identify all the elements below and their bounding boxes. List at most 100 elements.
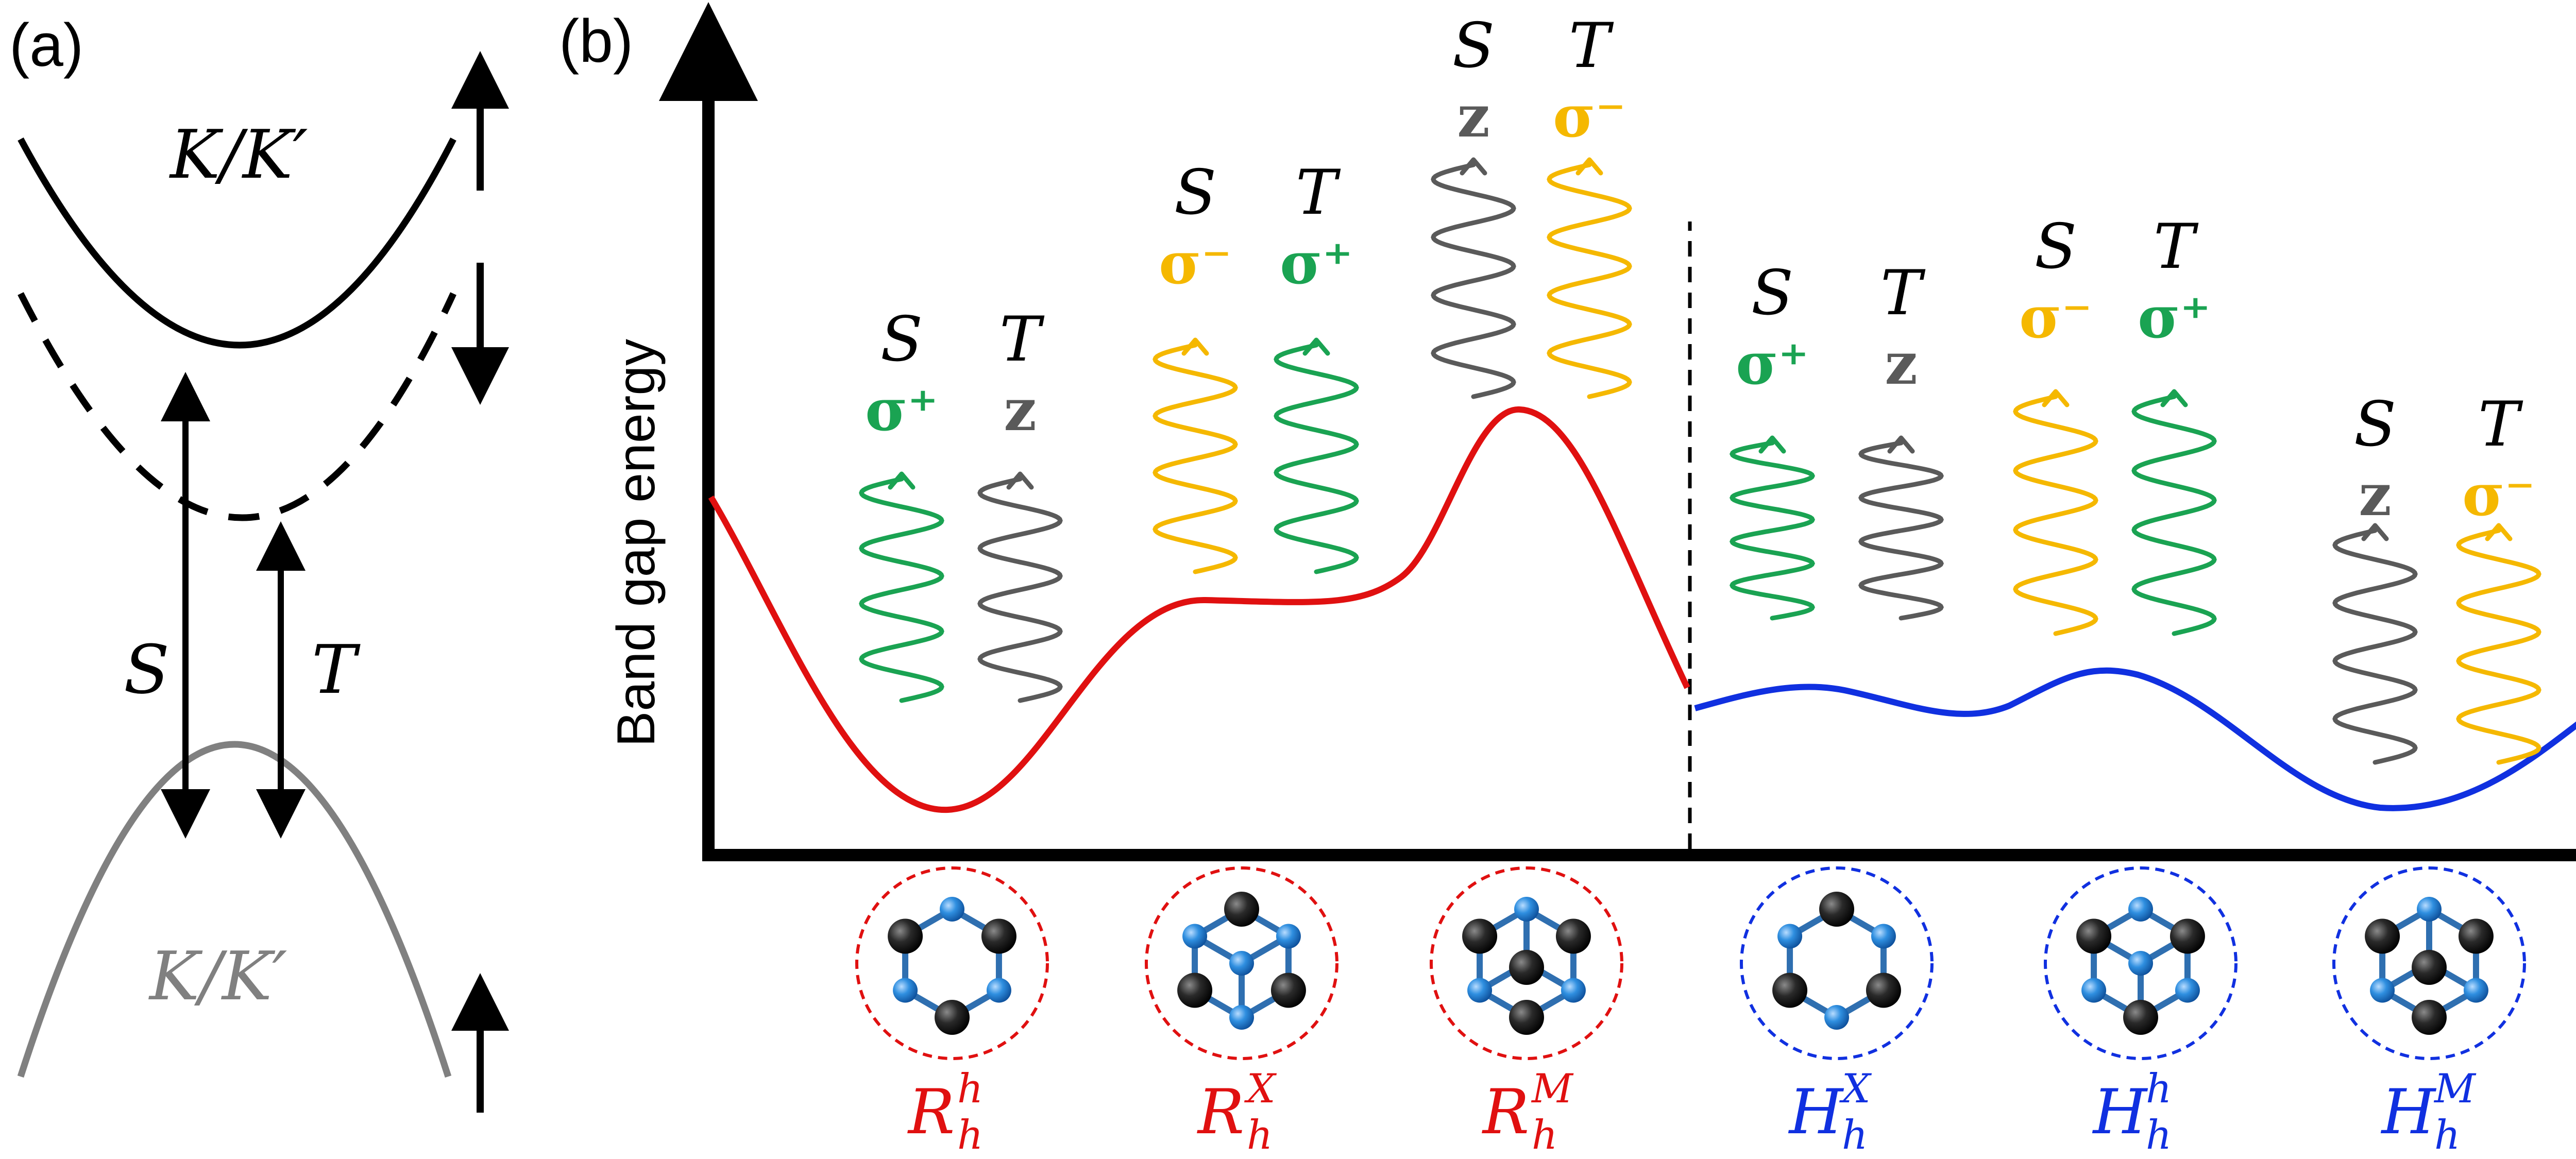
singlet-polarization: σ⁻ [2019, 284, 2092, 351]
stacking-circle [1145, 866, 1338, 1060]
singlet-photon-wave [1153, 343, 1238, 574]
stacking-icon-5 [2044, 866, 2238, 1060]
stacking-circle [2332, 866, 2526, 1060]
chalcogen-atom [1514, 897, 1539, 922]
triplet-polarization: σ⁻ [1553, 83, 1626, 150]
stacking-label-5: Hhh [2092, 1066, 2172, 1158]
panel-a-label: (a) [9, 11, 83, 79]
chalcogen-atom [1182, 924, 1208, 949]
stacking-label-base: H [2092, 1077, 2148, 1148]
triplet-photon-wave-arrow-tip [1302, 337, 1330, 356]
metal-atom [2365, 918, 2400, 954]
transition-t-label: T [312, 630, 361, 709]
stacking-label-superscript: X [1244, 1066, 1277, 1112]
triplet-polarization: σ⁺ [2138, 284, 2211, 351]
chalcogen-atom [1229, 1005, 1254, 1030]
singlet-photon-wave-arrow-tip [2042, 389, 2070, 407]
y-axis-label: Band gap energy [606, 339, 666, 747]
photon-group-6: S Tz σ⁻ [2332, 389, 2541, 765]
stacking-label-base: H [2381, 1077, 2437, 1148]
singlet-photon-wave [1431, 162, 1516, 399]
triplet-label: T [2478, 389, 2523, 461]
stacking-circle [1740, 866, 1934, 1060]
chalcogen-atom [2417, 897, 2442, 922]
stacking-label-superscript: M [1531, 1066, 1574, 1112]
singlet-label: S [880, 304, 923, 376]
singlet-photon-wave [859, 476, 944, 703]
singlet-label: S [2354, 389, 2396, 461]
stacking-icons [855, 866, 2526, 1060]
transition-s-label: S [124, 630, 170, 709]
upper-conduction-band [18, 137, 456, 349]
stacking-label-subscript: h [2146, 1112, 2172, 1158]
triplet-photon-wave-arrow-tip [1887, 435, 1915, 454]
stacking-icon-2 [1145, 866, 1338, 1060]
singlet-label: S [1751, 258, 1793, 329]
stacking-label-base: R [907, 1077, 955, 1148]
metal-atom [2458, 918, 2494, 954]
metal-atom [1509, 950, 1544, 985]
metal-atom [2412, 1000, 2447, 1035]
metal-atom [2076, 918, 2112, 954]
stacking-label-subscript: h [957, 1112, 983, 1158]
metal-atom [1819, 892, 1854, 927]
chalcogen-atom [2081, 978, 2107, 1003]
stacking-label-base: H [1788, 1077, 1844, 1148]
stacking-label-subscript: h [2434, 1112, 2460, 1158]
chalcogen-atom [1871, 924, 1896, 949]
singlet-label: S [1452, 10, 1495, 82]
stacking-label-subscript: h [1532, 1112, 1557, 1158]
stacking-label-superscript: M [2433, 1066, 2477, 1112]
triplet-label: T [1569, 10, 1614, 82]
metal-atom [1772, 973, 1808, 1008]
stacking-icon-3 [1430, 866, 1623, 1060]
chalcogen-atom [1467, 978, 1493, 1003]
singlet-polarization: z [2359, 462, 2392, 529]
metal-atom [1866, 973, 1901, 1008]
triplet-photon-wave-arrow-tip [2485, 523, 2513, 541]
metal-atom [1555, 918, 1591, 954]
chalcogen-atom [2128, 951, 2153, 976]
stacking-label-subscript: h [1842, 1112, 1868, 1158]
stacking-icon-4 [1740, 866, 1934, 1060]
metal-atom [888, 918, 923, 954]
singlet-polarization: z [1457, 83, 1490, 150]
chalcogen-atom [1276, 924, 1301, 949]
triplet-polarization: σ⁺ [1280, 230, 1353, 297]
triplet-label: T [1880, 258, 1926, 329]
metal-atom [935, 1000, 970, 1035]
metal-atom [1509, 1000, 1544, 1035]
metal-atom [981, 918, 1016, 954]
chalcogen-atom [1824, 1005, 1849, 1030]
stacking-circle [2044, 866, 2238, 1060]
stacking-label-superscript: h [2146, 1066, 2172, 1112]
singlet-photon-wave-arrow-tip [1460, 157, 1487, 176]
h-stacking-curve [1694, 667, 2576, 811]
metal-atom [2123, 1000, 2158, 1035]
valence-band [17, 741, 452, 1078]
triplet-photon-wave-arrow-tip [2160, 389, 2188, 407]
stacking-label-base: R [1197, 1077, 1244, 1148]
triplet-photon-wave [977, 476, 1063, 703]
panel-a: (a) K/K′ K/K′ S T [9, 11, 509, 1113]
chalcogen-atom [1777, 924, 1803, 949]
stacking-label-superscript: h [957, 1066, 983, 1112]
triplet-label: T [999, 304, 1045, 376]
triplet-polarization: z [1885, 330, 1918, 398]
panel-b-label: (b) [559, 7, 633, 75]
singlet-photon-wave [2013, 394, 2098, 636]
r-stacking-curve [708, 406, 1690, 813]
triplet-polarization: σ⁻ [2462, 462, 2535, 529]
stacking-label-subscript: h [1247, 1112, 1273, 1158]
triplet-photon-wave [1858, 440, 1944, 621]
chalcogen-atom [2128, 897, 2153, 922]
triplet-photon-wave-arrow-tip [1575, 157, 1603, 176]
stacking-icon-1 [855, 866, 1049, 1060]
lower-conduction-band-dashed [18, 292, 456, 521]
